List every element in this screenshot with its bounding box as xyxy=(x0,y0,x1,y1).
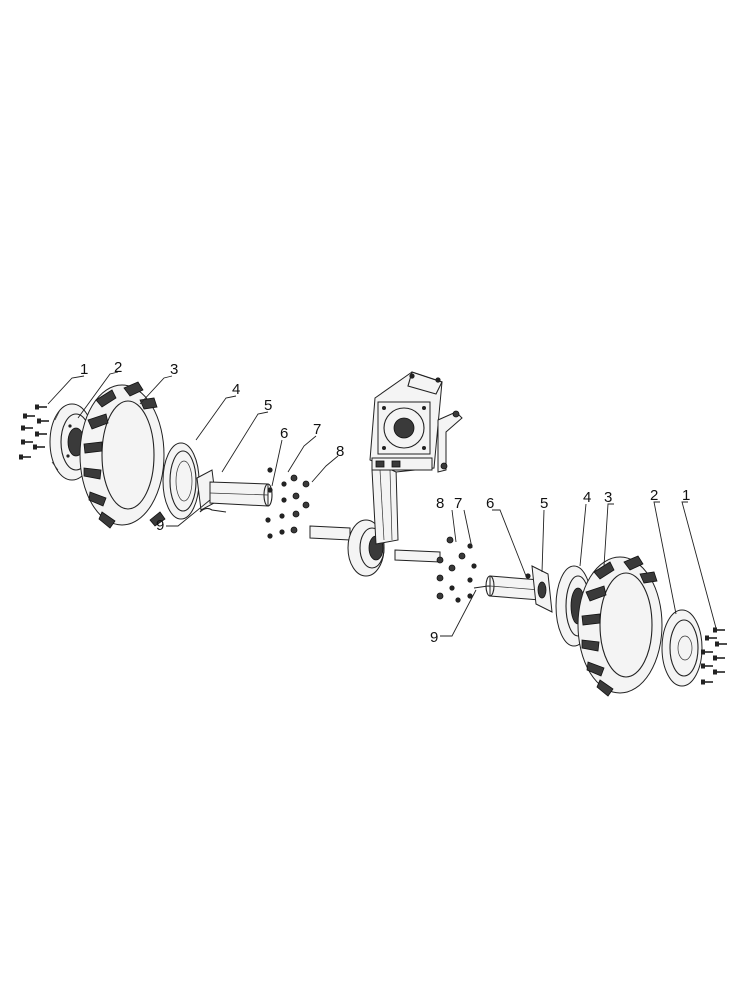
callout-right-6: 6 xyxy=(486,495,494,512)
left-pin xyxy=(199,507,227,513)
left-axle-sleeve xyxy=(196,469,273,511)
callout-left-7: 7 xyxy=(313,421,321,438)
callout-left-4: 4 xyxy=(232,381,240,398)
right-washers-nuts xyxy=(436,536,531,603)
callout-left-5: 5 xyxy=(264,397,272,414)
callout-left-8: 8 xyxy=(336,443,344,460)
callout-right-2: 2 xyxy=(650,487,658,504)
callout-right-1: 1 xyxy=(682,487,690,504)
leader-lines xyxy=(47,371,717,637)
left-rim-ring xyxy=(162,442,200,520)
left-washers-nuts xyxy=(265,467,310,539)
callout-right-9: 9 xyxy=(430,629,438,646)
callout-left-2: 2 xyxy=(114,359,122,376)
gearbox-assembly xyxy=(309,371,463,577)
right-tyre xyxy=(577,555,663,697)
callout-right-4: 4 xyxy=(583,489,591,506)
callout-right-8: 8 xyxy=(436,495,444,512)
right-axle-sleeve xyxy=(485,565,553,613)
right-bolts xyxy=(700,626,728,686)
callout-left-3: 3 xyxy=(170,361,178,378)
callout-right-7: 7 xyxy=(454,495,462,512)
left-bolts xyxy=(18,403,50,461)
right-wheel-hub xyxy=(661,609,703,687)
callout-left-6: 6 xyxy=(280,425,288,442)
callout-right-3: 3 xyxy=(604,489,612,506)
callout-labels: 1 2 3 4 5 6 7 8 9 8 7 6 5 4 3 2 1 9 xyxy=(80,359,690,646)
callout-right-5: 5 xyxy=(540,495,548,512)
callout-left-1: 1 xyxy=(80,361,88,378)
callout-left-9: 9 xyxy=(156,517,164,534)
left-tyre xyxy=(79,381,166,529)
